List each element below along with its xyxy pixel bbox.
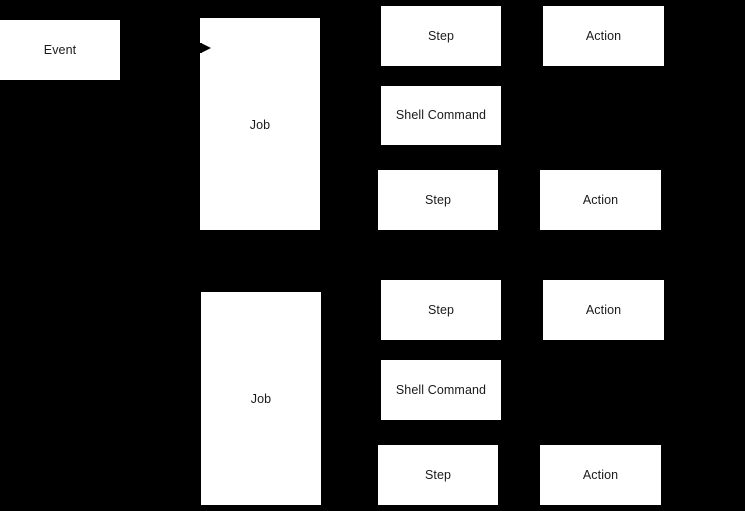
node-job-1-label: Job (249, 118, 271, 132)
node-action-4[interactable]: Action (540, 445, 661, 505)
node-step-3-label: Step (427, 302, 455, 317)
node-action-3[interactable]: Action (543, 280, 664, 340)
node-step-1-label: Step (427, 28, 455, 43)
node-action-2-label: Action (582, 192, 619, 207)
node-step-4-label: Step (424, 467, 452, 482)
node-action-1[interactable]: Action (543, 6, 664, 66)
node-action-4-label: Action (582, 467, 619, 482)
node-shell-command-1[interactable]: Shell Command (381, 86, 501, 145)
node-job-2[interactable]: Job (201, 292, 321, 505)
node-step-2-label: Step (424, 192, 452, 207)
node-shell-command-2-label: Shell Command (395, 382, 487, 397)
node-action-2[interactable]: Action (540, 170, 661, 230)
connector-event-to-job-1-tail (198, 43, 202, 53)
node-action-3-label: Action (585, 302, 622, 317)
node-job-1[interactable]: Job (200, 18, 320, 230)
node-action-1-label: Action (585, 28, 622, 43)
node-step-4[interactable]: Step (378, 445, 498, 505)
node-step-1[interactable]: Step (381, 6, 501, 66)
node-event[interactable]: Event (0, 20, 120, 80)
node-shell-command-2[interactable]: Shell Command (381, 360, 501, 420)
node-step-2[interactable]: Step (378, 170, 498, 230)
node-job-2-label: Job (250, 392, 272, 406)
arrow-right-icon (201, 43, 211, 53)
node-event-label: Event (43, 42, 77, 57)
node-shell-command-1-label: Shell Command (395, 108, 487, 122)
node-step-3[interactable]: Step (381, 280, 501, 340)
